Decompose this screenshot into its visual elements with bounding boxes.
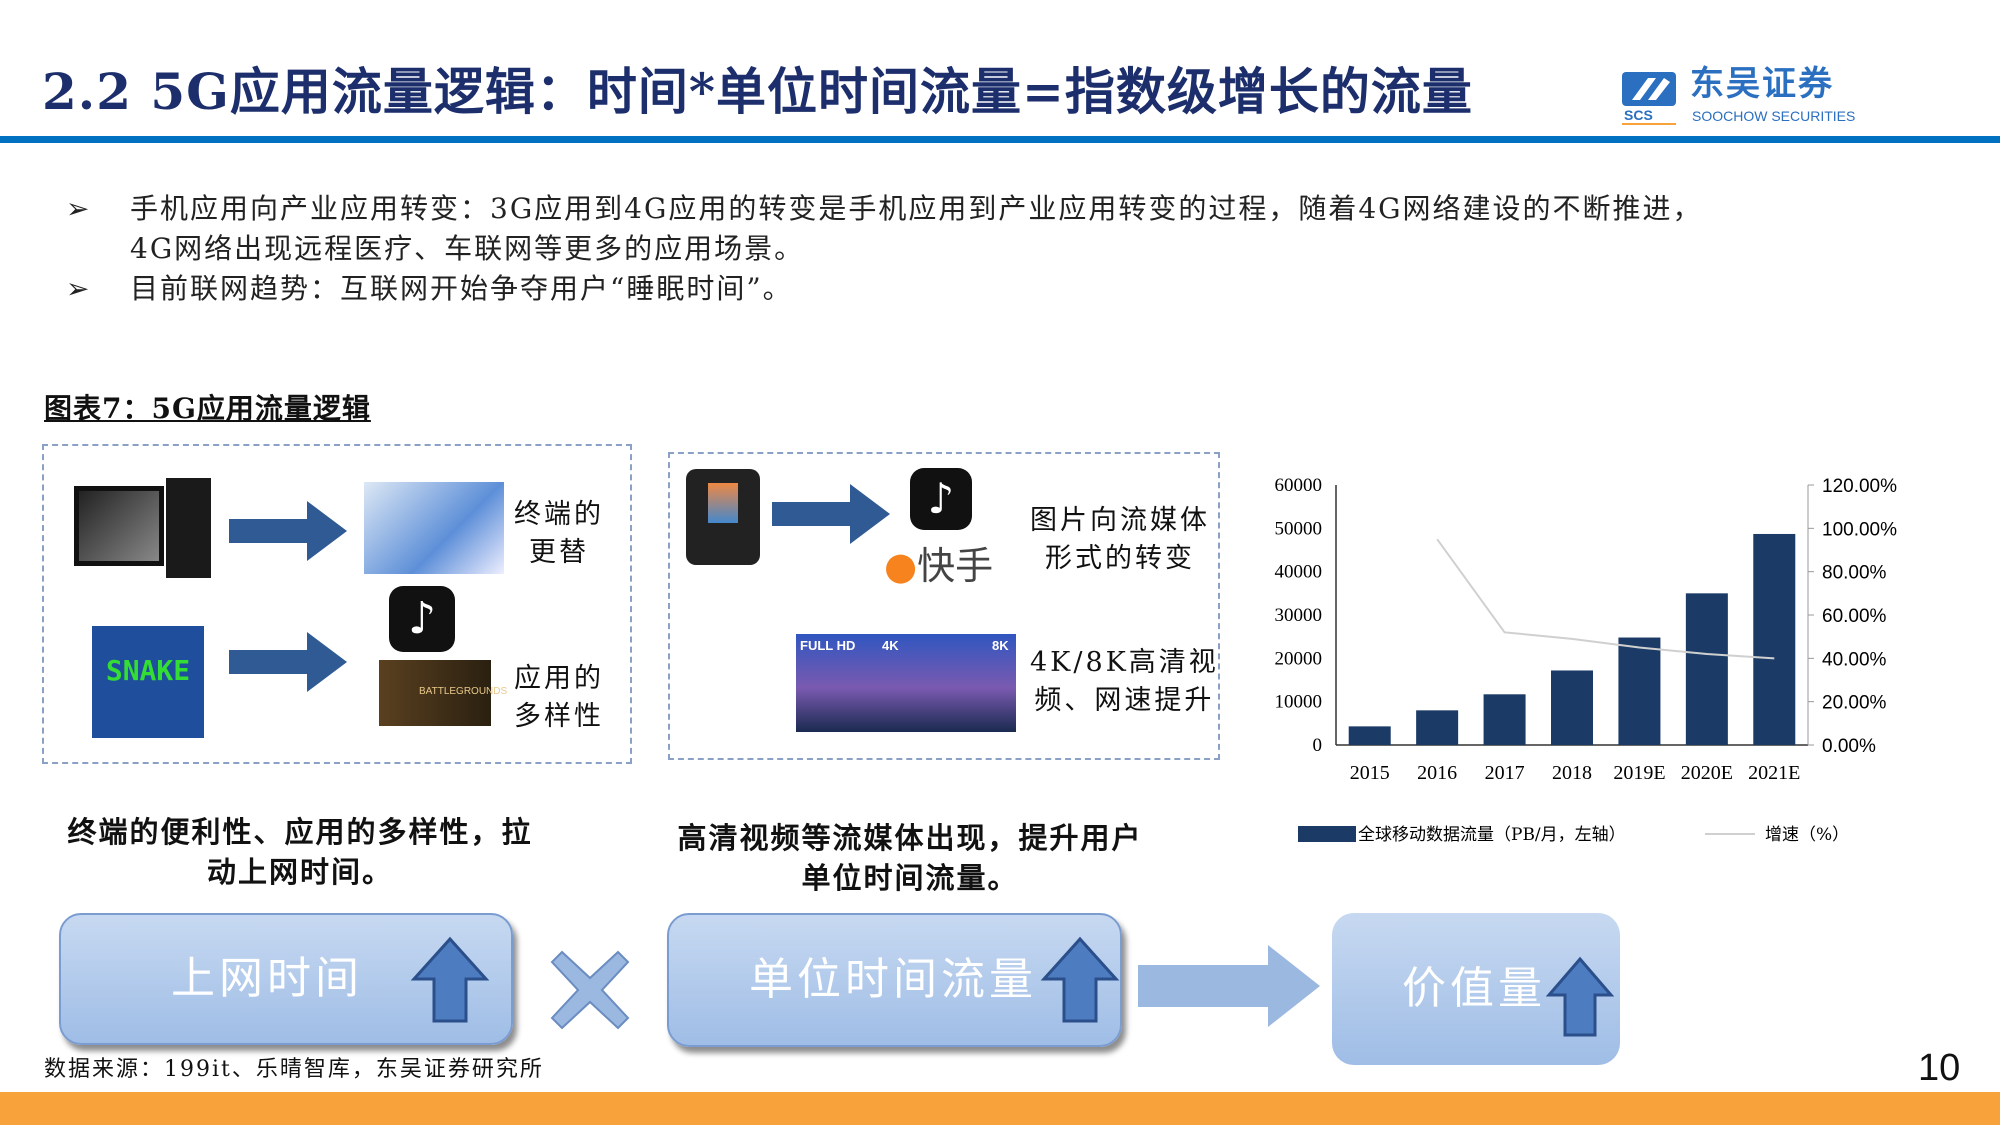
y-left-tick-label: 0: [1313, 735, 1323, 756]
y-left-tick-label: 40000: [1275, 562, 1323, 583]
flow-online-time: 上网时间: [59, 913, 513, 1045]
y-right-tick-label: 60.00%: [1822, 606, 1887, 627]
page-number: 10: [1918, 1047, 1961, 1089]
bar: [1416, 710, 1459, 745]
y-right-tick-label: 40.00%: [1822, 649, 1887, 670]
label-apps: 应用的多样性: [514, 663, 604, 732]
y-right-tick-label: 80.00%: [1822, 563, 1887, 584]
label-hd-video: 4K/8K高清视频、网速提升: [1030, 647, 1219, 716]
growth-line: [1436, 538, 1775, 660]
caption-mid: 高清视频等流媒体出现，提升用户单位时间流量。: [677, 821, 1143, 895]
bar: [1618, 637, 1661, 745]
x-tick-label: 2016: [1417, 762, 1457, 784]
bar: [1753, 533, 1796, 745]
tiktok-icon: ♪: [910, 468, 972, 530]
res-4k: 4K: [882, 638, 899, 653]
arrow-right-icon: [1138, 945, 1320, 1027]
bar: [1685, 593, 1728, 745]
feature-phone-image: [686, 469, 760, 565]
y-left-tick-label: 20000: [1275, 648, 1323, 669]
arrow-right-icon: [772, 484, 890, 544]
desktop-tower-image: [166, 478, 211, 578]
smartphone-image: [364, 482, 504, 574]
legend-line-label: 增速（%）: [1765, 825, 1849, 845]
bar: [1551, 670, 1593, 745]
arrow-bullet-icon: ➢: [66, 272, 92, 305]
arrow-up-icon: [410, 936, 490, 1023]
logo-icon: SCS: [1622, 72, 1676, 125]
res-fullhd: FULL HD: [800, 638, 856, 653]
x-tick-label: 2021E: [1748, 762, 1800, 784]
arrow-right-icon: [229, 632, 347, 692]
x-tick-label: 2020E: [1681, 762, 1733, 784]
media-panel: ♪ ●快手 图片向流媒体形式的转变 FULL HD 4K 8K 4K/8K高清视频、…: [668, 452, 1220, 760]
tiktok-icon: ♪: [389, 586, 455, 652]
bar: [1483, 694, 1526, 745]
data-source: 数据来源：199it、乐晴智库，东吴证券研究所: [44, 1057, 544, 1082]
4k-8k-video-image: FULL HD 4K 8K: [796, 634, 1016, 732]
terminal-panel: 终端的更替 SNAKE ♪ BATTLEGROUNDS 应用的多样性: [42, 444, 632, 764]
bullet-1: ➢ 手机应用向产业应用转变：3G应用到4G应用的转变是手机应用到产业应用转变的过程…: [66, 192, 1703, 226]
caption-left: 终端的便利性、应用的多样性，拉动上网时间。: [67, 815, 533, 889]
bullet-2-text: 目前联网趋势：互联网开始争夺用户“睡眠时间”。: [130, 272, 793, 305]
legend-bar-swatch: [1298, 826, 1356, 842]
res-8k: 8K: [992, 638, 1009, 653]
desktop-monitor-image: [74, 486, 164, 566]
legend-bar-label: 全球移动数据流量（PB/月，左轴）: [1358, 825, 1626, 845]
bullet-1-line2: 4G网络出现远程医疗、车联网等更多的应用场景。: [130, 232, 805, 265]
label-streaming: 图片向流媒体形式的转变: [1030, 505, 1210, 574]
label-terminal: 终端的更替: [514, 499, 604, 568]
bullet-2: ➢ 目前联网趋势：互联网开始争夺用户“睡眠时间”。: [66, 272, 793, 306]
footer-bar: [0, 1092, 2000, 1125]
arrow-bullet-icon: ➢: [66, 192, 92, 225]
flow-value: 价值量: [1332, 913, 1620, 1065]
logo-abbr: SCS: [1624, 107, 1653, 123]
y-left-tick-label: 30000: [1275, 605, 1323, 626]
kuaishou-text: 快手: [917, 544, 994, 588]
x-tick-label: 2018: [1552, 762, 1592, 784]
y-right-tick-label: 0.00%: [1822, 736, 1876, 757]
y-right-tick-label: 120.00%: [1822, 476, 1897, 497]
snake-game-image: SNAKE: [92, 626, 204, 738]
x-tick-label: 2019E: [1613, 762, 1665, 784]
arrow-up-icon: [1040, 936, 1120, 1023]
y-left-tick-label: 50000: [1275, 518, 1323, 539]
arrow-up-icon: [1545, 956, 1615, 1037]
y-right-tick-label: 100.00%: [1822, 519, 1897, 540]
y-left-tick-label: 10000: [1275, 692, 1323, 713]
bullet-1-text: 手机应用向产业应用转变：3G应用到4G应用的转变是手机应用到产业应用转变的过程，…: [130, 192, 1703, 225]
arrow-right-icon: [229, 501, 347, 561]
header-rule: [0, 136, 2000, 143]
y-right-tick-label: 20.00%: [1822, 693, 1887, 714]
company-logo: SCS 东吴证券 SOOCHOW SECURITIES: [1620, 64, 1900, 125]
traffic-chart: 0 10000 20000 30000 40000 50000 60000 0.00% 20.0…: [1275, 475, 1898, 845]
logo-cn: 东吴证券: [1690, 64, 1834, 104]
kuaishou-logo: ●快手: [884, 544, 993, 588]
bar: [1348, 726, 1391, 745]
x-tick-label: 2015: [1350, 762, 1390, 784]
logo-en: SOOCHOW SECURITIES: [1692, 108, 1856, 124]
multiply-icon: [550, 950, 630, 1030]
kuaishou-icon: ●: [884, 544, 918, 588]
page-title: 2.2 5G应用流量逻辑：时间*单位时间流量=指数级增长的流量: [42, 62, 1473, 121]
pubg-image: BATTLEGROUNDS: [379, 660, 507, 726]
figure-caption: 图表7：5G应用流量逻辑: [44, 392, 371, 425]
y-left-tick-label: 60000: [1275, 475, 1323, 496]
x-tick-label: 2017: [1485, 762, 1525, 784]
